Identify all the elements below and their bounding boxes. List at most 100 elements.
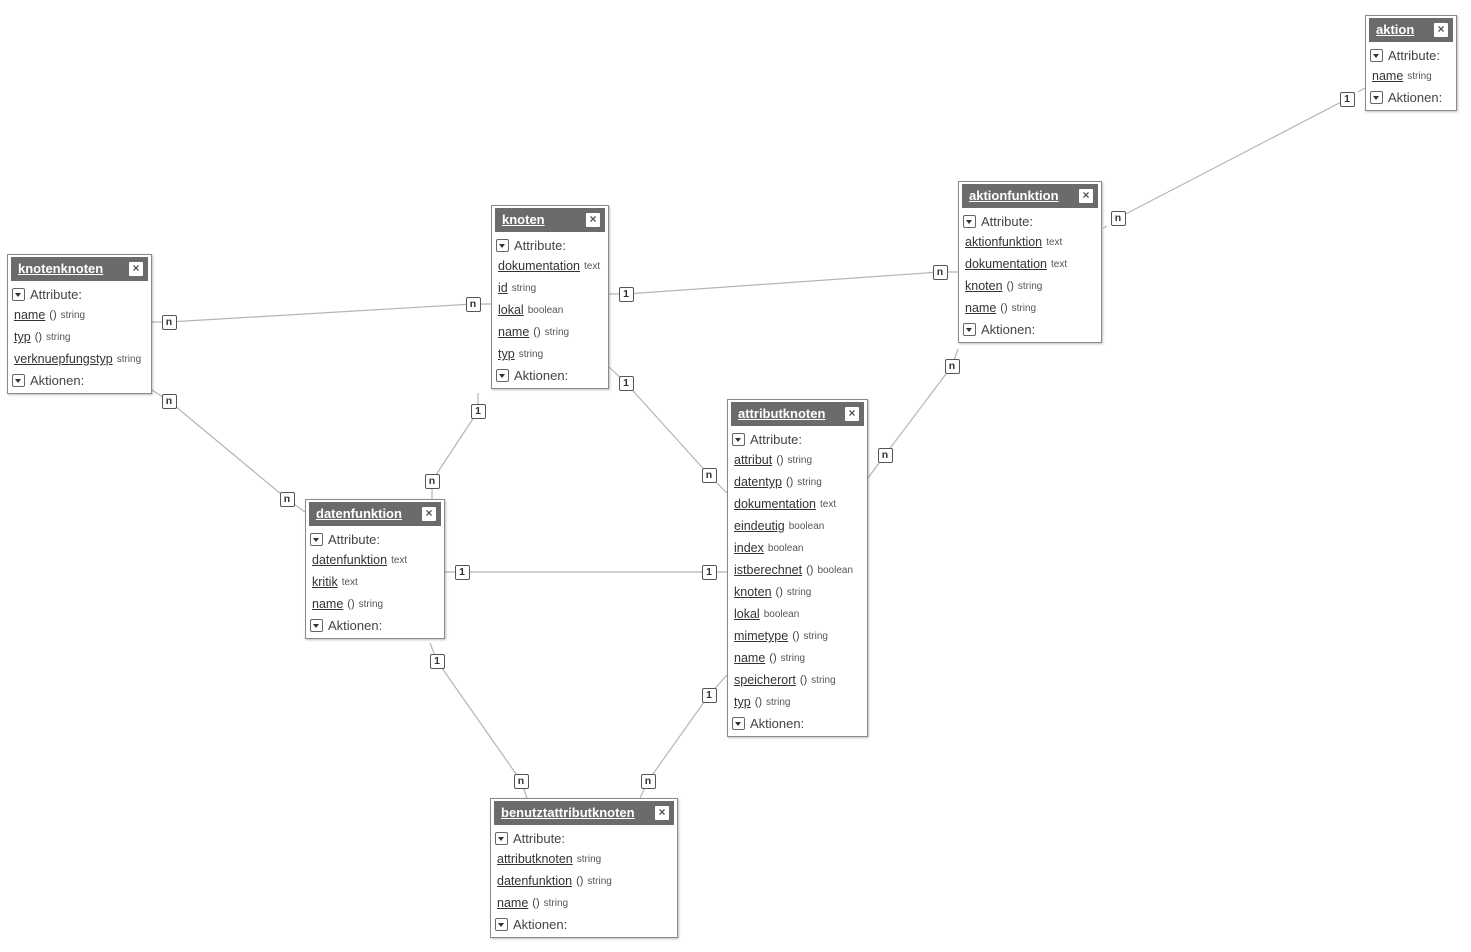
- entity-card-attributknoten: attributknoten×Attribute:attribut()strin…: [727, 399, 868, 737]
- attribute-type: string: [1011, 302, 1037, 314]
- attribute-name[interactable]: attributknoten: [497, 852, 573, 866]
- attribute-name[interactable]: dokumentation: [498, 259, 581, 273]
- chevron-down-icon[interactable]: [496, 368, 509, 382]
- chevron-down-icon[interactable]: [496, 238, 509, 252]
- cardinality-badge: n: [944, 358, 960, 374]
- attribute-name[interactable]: typ: [14, 330, 31, 344]
- attribute-name[interactable]: name: [14, 308, 46, 322]
- attribute-name[interactable]: dokumentation: [965, 257, 1048, 271]
- attribute-name[interactable]: knoten: [965, 279, 1003, 293]
- attribute-row: name()string: [495, 321, 605, 343]
- attribute-name[interactable]: speicherort: [734, 673, 796, 687]
- attribute-name[interactable]: lokal: [734, 607, 760, 621]
- attribute-row: attribut()string: [731, 449, 864, 471]
- attribute-name[interactable]: aktionfunktion: [965, 235, 1043, 249]
- chevron-down-icon[interactable]: [495, 917, 508, 931]
- attribute-name[interactable]: dokumentation: [734, 497, 817, 511]
- cardinality-badge: n: [932, 264, 948, 280]
- attribute-type: string: [786, 586, 812, 598]
- attributes-section-header: Attribute:: [309, 529, 441, 549]
- chevron-down-icon[interactable]: [963, 214, 976, 228]
- close-icon[interactable]: ×: [1079, 189, 1093, 203]
- attribute-key-marker: (): [576, 875, 584, 887]
- chevron-down-icon[interactable]: [12, 287, 25, 301]
- close-icon[interactable]: ×: [1434, 23, 1448, 37]
- attribute-name[interactable]: name: [965, 301, 997, 315]
- attribute-type: text: [341, 576, 358, 588]
- attribute-name[interactable]: name: [312, 597, 344, 611]
- attribute-name[interactable]: id: [498, 281, 508, 295]
- relation-line-stub: [1102, 225, 1108, 229]
- chevron-down-icon[interactable]: [1370, 90, 1383, 104]
- attribute-name[interactable]: eindeutig: [734, 519, 785, 533]
- attribute-type: text: [1051, 258, 1068, 270]
- attribute-name[interactable]: datenfunktion: [497, 874, 573, 888]
- attribute-row: datentyp()string: [731, 471, 864, 493]
- entity-header: attributknoten ×: [731, 402, 864, 426]
- attribute-name[interactable]: knoten: [734, 585, 772, 599]
- entity-title[interactable]: knoten: [502, 212, 545, 227]
- actions-section-header: Aktionen:: [731, 713, 864, 733]
- attribute-name[interactable]: index: [734, 541, 764, 555]
- close-icon[interactable]: ×: [586, 213, 600, 227]
- relation-line-knoten-knotenknoten: [168, 303, 474, 323]
- attribute-name[interactable]: typ: [498, 347, 515, 361]
- attribute-type: string: [780, 652, 806, 664]
- chevron-down-icon[interactable]: [310, 532, 323, 546]
- entity-title[interactable]: aktionfunktion: [969, 188, 1059, 203]
- attribute-name[interactable]: name: [734, 651, 766, 665]
- chevron-down-icon[interactable]: [495, 831, 508, 845]
- entity-title[interactable]: aktion: [1376, 22, 1415, 37]
- actions-label: Aktionen:: [30, 372, 85, 388]
- chevron-down-icon[interactable]: [732, 716, 745, 730]
- cardinality-badge: n: [701, 467, 717, 483]
- actions-section-header: Aktionen:: [494, 914, 674, 934]
- cardinality-badge: 1: [1339, 91, 1355, 107]
- close-icon[interactable]: ×: [129, 262, 143, 276]
- attribute-row: name()string: [731, 647, 864, 669]
- attribute-name[interactable]: lokal: [498, 303, 524, 317]
- cardinality-badge: n: [424, 473, 440, 489]
- attribute-type: text: [1046, 236, 1063, 248]
- attribute-name[interactable]: istberechnet: [734, 563, 803, 577]
- entity-title[interactable]: datenfunktion: [316, 506, 402, 521]
- entity-title[interactable]: benutztattributknoten: [501, 805, 635, 820]
- attribute-name[interactable]: name: [497, 896, 529, 910]
- attribute-type: boolean: [763, 608, 800, 620]
- attribute-name[interactable]: name: [498, 325, 530, 339]
- attribute-type: string: [116, 353, 142, 365]
- attribute-type: string: [46, 331, 71, 343]
- attribute-row: name()string: [962, 297, 1098, 319]
- close-icon[interactable]: ×: [655, 806, 669, 820]
- close-icon[interactable]: ×: [422, 507, 436, 521]
- attribute-name[interactable]: name: [1372, 69, 1404, 83]
- actions-label: Aktionen:: [750, 715, 805, 731]
- chevron-down-icon[interactable]: [963, 322, 976, 336]
- entity-title[interactable]: attributknoten: [738, 406, 826, 421]
- attribute-name[interactable]: typ: [734, 695, 751, 709]
- attribute-type: string: [576, 853, 602, 865]
- attributes-label: Attribute:: [1388, 47, 1441, 63]
- actions-label: Aktionen:: [513, 916, 568, 932]
- attribute-name[interactable]: datentyp: [734, 475, 782, 489]
- entity-title[interactable]: knotenknoten: [18, 261, 104, 276]
- attribute-name[interactable]: kritik: [312, 575, 338, 589]
- actions-label: Aktionen:: [1388, 89, 1443, 105]
- relation-line-aktion-aktionfunktion: [1117, 98, 1348, 219]
- attribute-name[interactable]: datenfunktion: [312, 553, 388, 567]
- chevron-down-icon[interactable]: [1370, 48, 1383, 62]
- chevron-down-icon[interactable]: [732, 432, 745, 446]
- attribute-key-marker: (): [785, 476, 794, 488]
- attribute-name[interactable]: mimetype: [734, 629, 789, 643]
- attribute-row: knoten()string: [962, 275, 1098, 297]
- chevron-down-icon[interactable]: [12, 373, 25, 387]
- attribute-name[interactable]: verknuepfungstyp: [14, 352, 113, 366]
- chevron-down-icon[interactable]: [310, 618, 323, 632]
- attributes-section-header: Attribute:: [962, 211, 1098, 231]
- attribute-name[interactable]: attribut: [734, 453, 773, 467]
- close-icon[interactable]: ×: [845, 407, 859, 421]
